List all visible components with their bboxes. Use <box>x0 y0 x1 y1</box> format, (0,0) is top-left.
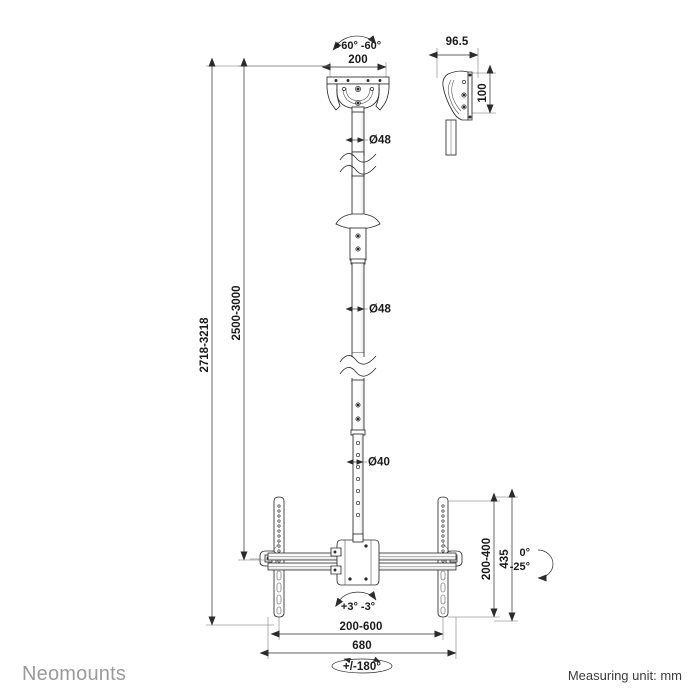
label-total-height: 2718-3218 <box>199 317 211 373</box>
rotation-indicator <box>331 656 393 674</box>
label-rotation: +/-180° <box>343 661 382 673</box>
dim-screen-height: 200-400 <box>448 492 500 618</box>
bracket-tilt-indicator <box>335 591 377 607</box>
label-pole-diameter-upper: Ø48 <box>369 135 392 147</box>
dim-pole-height: 2500-3000 <box>231 57 330 561</box>
swivel-angle-indicator <box>332 35 377 51</box>
pole-collar <box>335 213 381 265</box>
label-pole-height: 2500-3000 <box>231 286 243 341</box>
label-pole-diameter-lower: Ø40 <box>368 457 390 469</box>
label-bracket-height: 435 <box>499 549 511 569</box>
label-ceiling-plate-width: 200 <box>348 54 368 66</box>
dim-bracket-height: 435 <box>494 488 518 622</box>
label-screen-tilt-max: 0° <box>519 547 530 559</box>
label-bracket-tilt: +3° -3° <box>341 601 375 613</box>
screen-tilt-indicator <box>537 549 554 582</box>
lower-pole <box>352 433 364 543</box>
label-pole-diameter-middle: Ø48 <box>369 304 392 316</box>
measuring-unit-note: Measuring unit: mm <box>567 668 682 683</box>
label-swivel-angle: +60° -60° <box>335 40 381 52</box>
label-overall-width: 680 <box>352 640 372 652</box>
label-plate-height: 100 <box>477 83 489 102</box>
label-plate-depth: 96.5 <box>446 36 469 48</box>
dim-ceiling-plate-width <box>321 62 387 78</box>
dim-pole-diameter-upper: Ø48 <box>345 135 392 147</box>
ceiling-plate-front <box>326 76 390 114</box>
dim-plate-height <box>472 64 496 114</box>
dim-overall-width <box>259 617 457 659</box>
label-screen-tilt-min: -25° <box>510 561 530 573</box>
middle-pole <box>339 262 377 436</box>
dim-pole-diameter-middle: Ø48 <box>345 304 392 316</box>
label-screen-height: 200-400 <box>481 538 493 580</box>
central-tilt-hub <box>330 533 380 586</box>
upper-pole <box>339 111 377 223</box>
side-view-assembly <box>428 48 496 156</box>
dim-total-height: 2718-3218 <box>199 57 330 626</box>
label-screen-width: 200-600 <box>340 621 383 633</box>
dim-pole-diameter-lower: Ø40 <box>346 457 390 469</box>
brand-logo: Neomounts <box>22 663 127 685</box>
dim-screen-width <box>270 617 444 640</box>
